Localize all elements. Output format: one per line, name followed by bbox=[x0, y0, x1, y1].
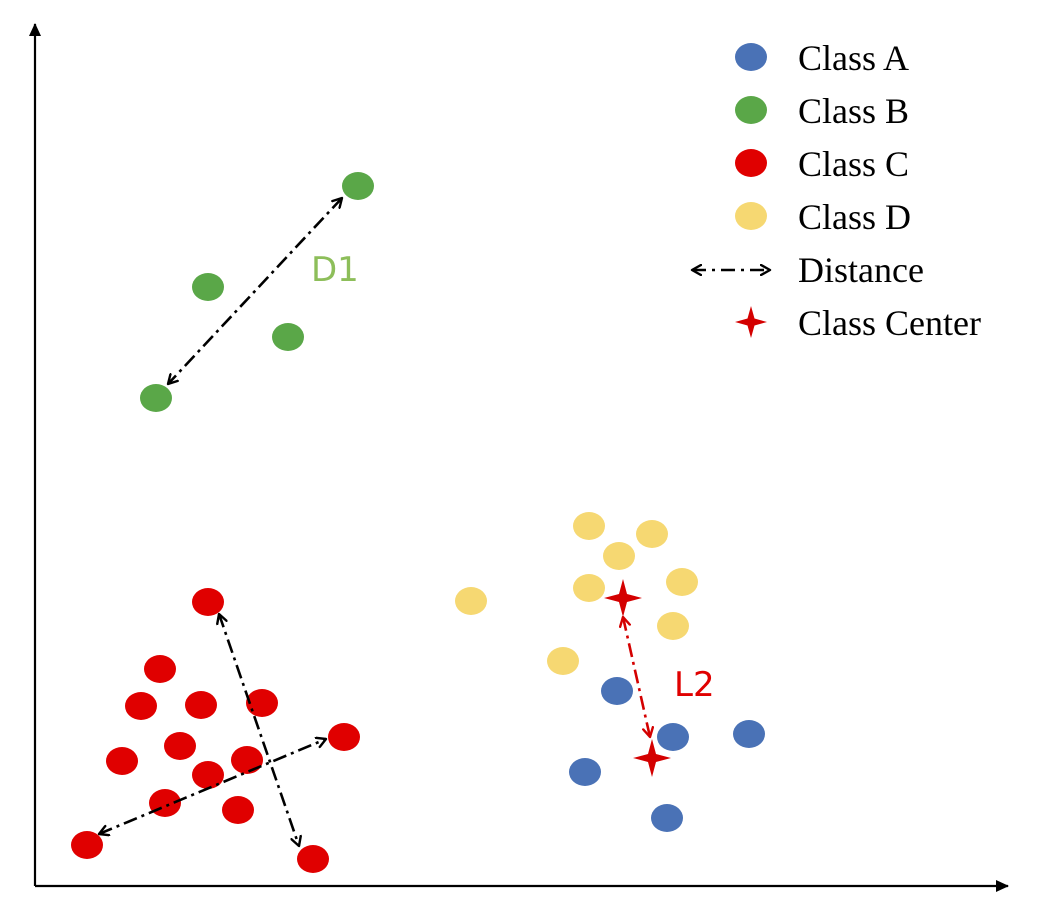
class-d-point bbox=[636, 520, 668, 548]
class-b-point bbox=[192, 273, 224, 301]
distance-arrow-l2 bbox=[623, 617, 650, 737]
legend-label: Class A bbox=[798, 38, 909, 78]
class-b-point bbox=[342, 172, 374, 200]
class-d-point bbox=[573, 512, 605, 540]
class-a-point bbox=[733, 720, 765, 748]
legend-label: Class C bbox=[798, 144, 909, 184]
class-center-star-icon bbox=[604, 579, 642, 617]
class-a-point bbox=[657, 723, 689, 751]
legend-marker-class-b bbox=[735, 96, 767, 124]
class-center-star-icon bbox=[633, 739, 671, 777]
class-c-point bbox=[222, 796, 254, 824]
class-c-point bbox=[192, 588, 224, 616]
legend-label: Distance bbox=[798, 250, 924, 290]
legend-marker-class-c bbox=[735, 149, 767, 177]
class-c-point bbox=[106, 747, 138, 775]
legend: Class A Class B Class C Class D Distance… bbox=[692, 38, 981, 343]
l2-label: L2 bbox=[674, 665, 715, 705]
class-d-point bbox=[657, 612, 689, 640]
class-d-point bbox=[666, 568, 698, 596]
class-d-point bbox=[573, 574, 605, 602]
legend-marker-class-d bbox=[735, 202, 767, 230]
class-d-point bbox=[547, 647, 579, 675]
legend-label: Class B bbox=[798, 91, 909, 131]
class-d-points bbox=[455, 512, 698, 675]
class-a-points bbox=[569, 677, 765, 832]
class-c-point bbox=[231, 746, 263, 774]
class-a-point bbox=[569, 758, 601, 786]
legend-marker-class-center-star-icon bbox=[735, 306, 767, 338]
class-c-point bbox=[125, 692, 157, 720]
class-c-point bbox=[297, 845, 329, 873]
class-c-point bbox=[144, 655, 176, 683]
class-c-point bbox=[71, 831, 103, 859]
d1-label: D1 bbox=[311, 250, 359, 290]
legend-label: Class D bbox=[798, 197, 911, 237]
class-d-point bbox=[603, 542, 635, 570]
class-d-point bbox=[455, 587, 487, 615]
distance-arrow-d1 bbox=[168, 198, 342, 384]
class-c-point bbox=[164, 732, 196, 760]
distance-arrow-class-c-vertical bbox=[219, 614, 299, 846]
class-a-point bbox=[601, 677, 633, 705]
class-b-point bbox=[140, 384, 172, 412]
class-a-point bbox=[651, 804, 683, 832]
class-c-points bbox=[71, 588, 360, 873]
class-c-point bbox=[328, 723, 360, 751]
class-b-point bbox=[272, 323, 304, 351]
legend-marker-class-a bbox=[735, 43, 767, 71]
legend-label: Class Center bbox=[798, 303, 981, 343]
class-c-point bbox=[185, 691, 217, 719]
